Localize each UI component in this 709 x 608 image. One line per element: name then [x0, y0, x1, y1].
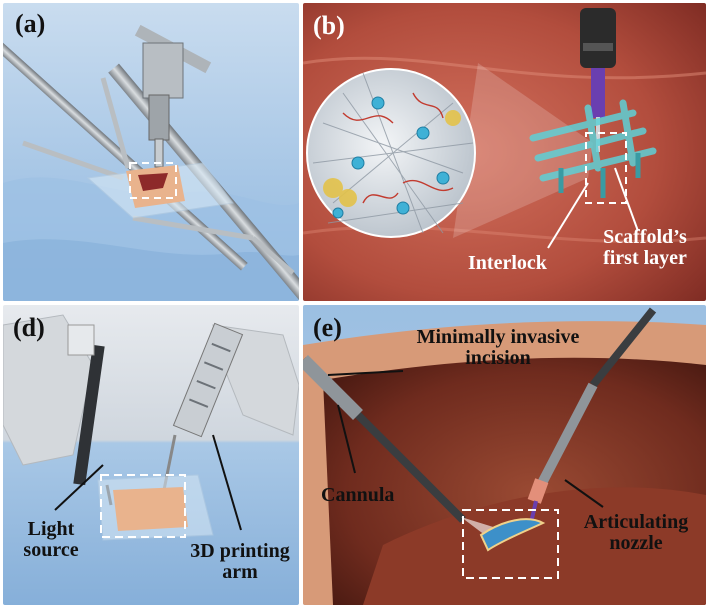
incision-line1: Minimally invasive: [416, 326, 580, 348]
nozzle-tip: [527, 478, 549, 504]
printing-arm-pointer: [212, 434, 242, 531]
nozzle-cap: [580, 8, 616, 68]
light-source-mount: [67, 324, 95, 356]
zoom-cone: [453, 63, 593, 238]
interlock-label: Interlock: [468, 252, 547, 274]
nozzle-ring: [583, 43, 613, 51]
nozzle-label: Articulating nozzle: [571, 512, 701, 554]
printing-arm-mechanism: [188, 342, 231, 408]
magnified-vessels: [342, 92, 454, 204]
cannula-pointer: [337, 404, 356, 474]
dashed-focus-box: [100, 474, 186, 538]
scaffold-label-line2: first layer: [603, 247, 687, 269]
incision-label: Minimally invasive incision: [398, 327, 598, 369]
panel-d-label: (d): [13, 313, 45, 342]
organ-surface: [363, 487, 706, 605]
dashed-focus-box: [462, 509, 559, 579]
nozzle-line2: nozzle: [609, 532, 663, 554]
retractor-top: [100, 77, 131, 169]
cannula-sheath: [303, 355, 363, 420]
panel-d: (d) Light source 3D printing arm: [3, 305, 299, 605]
light-source-line2: source: [23, 539, 79, 561]
printing-arm-line1: 3D printing: [190, 540, 290, 562]
magnified-cells: [332, 96, 450, 219]
panel-e-illustration: [303, 305, 706, 605]
scaffold-anchors: [558, 153, 641, 198]
printed-patch: [479, 518, 546, 552]
printing-arm-line2: arm: [222, 561, 258, 583]
panel-b-illustration: [303, 3, 706, 301]
incision-line2: incision: [465, 347, 531, 369]
scaffold-pointer: [614, 167, 639, 232]
retractor-bottom: [132, 215, 254, 241]
panel-b: (b) Interlock Scaffold’s first layer: [303, 3, 706, 301]
wound-site: [113, 487, 188, 531]
panel-b-label: (b): [313, 11, 345, 40]
dashed-interlock-box: [585, 132, 627, 204]
print-head-block: [142, 42, 184, 99]
nozzle-pointer: [564, 479, 604, 508]
scaffold-label-line1: Scaffold’s: [603, 226, 687, 248]
nozzle-shaft: [536, 382, 598, 488]
nozzle-line1: Articulating: [583, 511, 689, 533]
panel-e-label: (e): [313, 313, 342, 342]
retractor-left: [22, 140, 124, 181]
magnified-fat-cells: [323, 110, 461, 207]
incision-pointer: [327, 370, 404, 376]
gantry-rail-top: [3, 42, 248, 271]
wound-cavity: [138, 173, 168, 191]
scaffold-layer-label: Scaffold’s first layer: [585, 227, 705, 269]
panel-a: (a): [3, 3, 299, 301]
light-source-line1: Light: [27, 518, 75, 540]
print-nozzle: [154, 138, 164, 168]
retractor-right: [251, 236, 295, 275]
print-head-column: [148, 94, 170, 141]
panel-a-label: (a): [15, 9, 46, 38]
tissue-fold: [303, 56, 706, 80]
nozzle-shaft-upper: [589, 307, 657, 388]
light-source-label: Light source: [11, 519, 91, 561]
light-source-shaft: [73, 344, 105, 486]
nozzle-body: [591, 68, 605, 118]
cannula-label: Cannula: [321, 484, 395, 506]
nozzle-tip: [596, 117, 600, 152]
printing-arm-body: [172, 322, 244, 438]
printing-arm-label: 3D printing arm: [183, 541, 297, 583]
light-source-pointer: [54, 464, 104, 511]
panel-d-illustration: [3, 305, 299, 605]
panel-a-illustration: [3, 3, 299, 301]
interlock-pointer: [547, 182, 589, 249]
dashed-focus-box: [129, 162, 177, 199]
panel-e: (e) Minimally invasive incision Cannula …: [303, 305, 706, 605]
